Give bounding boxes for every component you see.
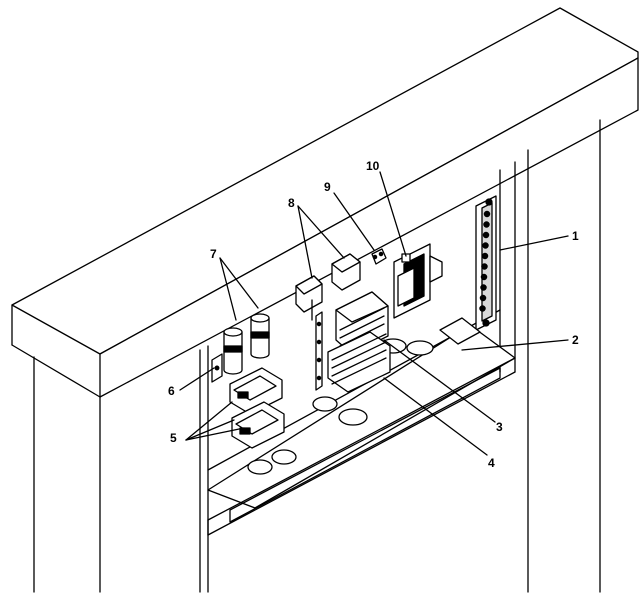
- terminal-screw: [483, 221, 490, 228]
- callout-2: 2: [572, 333, 579, 347]
- callout-3: 3: [496, 420, 503, 434]
- contactor-upper: [335, 291, 389, 355]
- relays: [295, 253, 361, 321]
- terminal-screw: [482, 231, 490, 239]
- terminal-screw: [479, 294, 487, 302]
- callout-8: 8: [288, 196, 295, 210]
- callout-10: 10: [366, 159, 380, 173]
- terminal-screw: [480, 273, 488, 281]
- terminal-screw: [481, 263, 488, 270]
- transformer: [393, 243, 443, 319]
- cabinet-outline: [11, 7, 639, 593]
- terminal-screw: [483, 210, 491, 218]
- contactor-lower: [315, 311, 391, 393]
- capacitors: [223, 313, 270, 375]
- knockout-holes: [247, 338, 434, 475]
- callout-1: 1: [572, 229, 579, 243]
- mounting-bracket: [211, 353, 223, 383]
- terminal-screw: [481, 252, 489, 260]
- terminal-screw: [479, 305, 486, 312]
- terminal-screw: [482, 242, 489, 249]
- callout-labels: 1 2 3 4 5 6 7 8 9 10: [168, 159, 579, 470]
- callout-6: 6: [168, 384, 175, 398]
- callout-7: 7: [210, 247, 217, 261]
- callout-4: 4: [488, 456, 495, 470]
- relay-blocks: [229, 367, 285, 449]
- floor-panel: [439, 317, 481, 345]
- leader-lines: [179, 171, 569, 456]
- small-terminal: [371, 248, 387, 265]
- callout-5: 5: [170, 431, 177, 445]
- terminal-strip: [475, 195, 497, 331]
- terminal-screw: [480, 284, 487, 291]
- callout-9: 9: [324, 180, 331, 194]
